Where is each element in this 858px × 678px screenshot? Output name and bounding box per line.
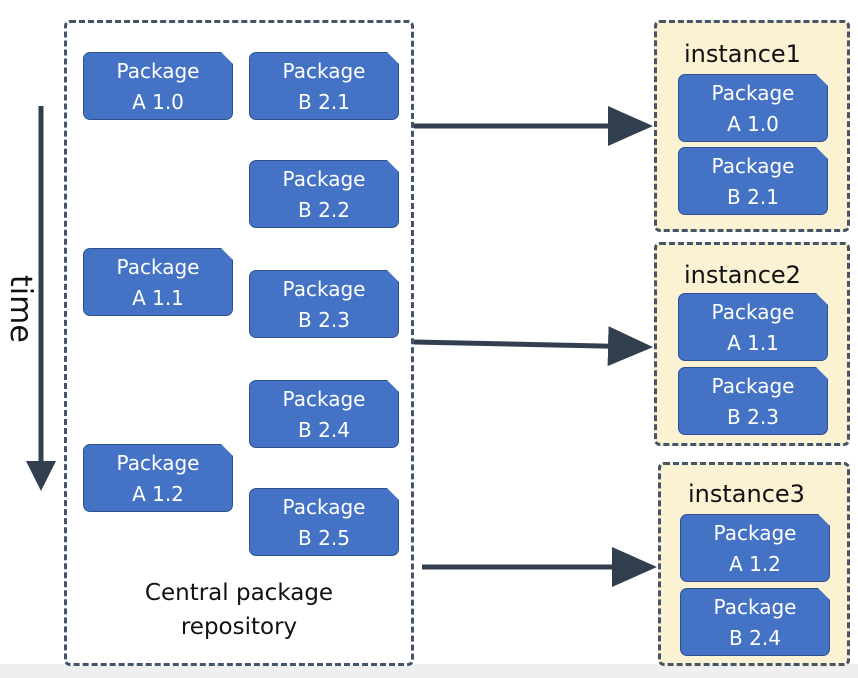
repository-label-line2: repository [180, 614, 298, 640]
instance2-package-b: Package B 2.3 [678, 367, 828, 435]
package-version: B 2.1 [298, 90, 350, 114]
arrow-to-instance2 [413, 326, 653, 367]
package-version: A 1.0 [727, 112, 779, 136]
package-name: Package [711, 81, 795, 105]
central-repository [64, 20, 414, 666]
package-name: Package [711, 300, 795, 324]
repo-package-a-1-2: Package A 1.2 [83, 444, 233, 512]
package-version: B 2.3 [298, 308, 350, 332]
package-version: B 2.5 [298, 526, 350, 550]
package-version: B 2.3 [727, 405, 779, 429]
package-version: A 1.2 [132, 482, 184, 506]
repo-package-a-1-1: Package A 1.1 [83, 248, 233, 316]
package-name: Package [282, 167, 366, 191]
package-name: Package [282, 495, 366, 519]
package-version: A 1.1 [727, 331, 779, 355]
repo-package-b-2-4: Package B 2.4 [249, 380, 399, 448]
repository-label-line1: Central package [144, 580, 334, 606]
instance3-package-b: Package B 2.4 [680, 588, 830, 656]
instance1-title: instance1 [684, 40, 801, 68]
package-name: Package [713, 595, 797, 619]
repo-package-b-2-5: Package B 2.5 [249, 488, 399, 556]
repo-package-b-2-2: Package B 2.2 [249, 160, 399, 228]
package-name: Package [711, 154, 795, 178]
package-name: Package [282, 59, 366, 83]
package-version: A 1.1 [132, 286, 184, 310]
package-version: B 2.4 [729, 626, 781, 650]
package-version: A 1.2 [729, 552, 781, 576]
repo-package-b-2-3: Package B 2.3 [249, 270, 399, 338]
instance3-title: instance3 [688, 480, 805, 508]
package-version: B 2.1 [727, 185, 779, 209]
package-name: Package [116, 59, 200, 83]
package-name: Package [711, 374, 795, 398]
package-name: Package [116, 255, 200, 279]
instance2-title: instance2 [684, 261, 801, 289]
package-version: B 2.2 [298, 198, 350, 222]
repository-label: Central package repository [64, 576, 414, 644]
repo-package-a-1-0: Package A 1.0 [83, 52, 233, 120]
package-name: Package [282, 387, 366, 411]
instance3-package-a: Package A 1.2 [680, 514, 830, 582]
package-name: Package [713, 521, 797, 545]
instance2-package-a: Package A 1.1 [678, 293, 828, 361]
package-version: B 2.4 [298, 418, 350, 442]
package-version: A 1.0 [132, 90, 184, 114]
footer-strip [0, 664, 858, 678]
repo-package-b-2-1: Package B 2.1 [249, 52, 399, 120]
package-name: Package [116, 451, 200, 475]
instance1-package-a: Package A 1.0 [678, 74, 828, 142]
package-name: Package [282, 277, 366, 301]
instance1-package-b: Package B 2.1 [678, 147, 828, 215]
